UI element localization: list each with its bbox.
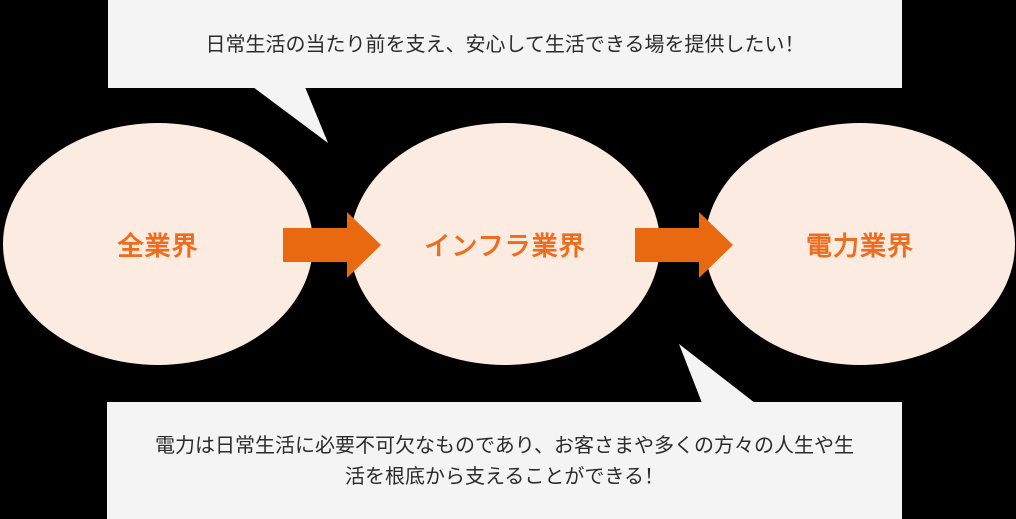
stage-ellipse-electric-power: 電力業界 [705,123,1015,365]
stage-ellipse-infrastructure: インフラ業界 [350,123,660,365]
top-bubble-text: 日常生活の当たり前を支え、安心して生活できる場を提供したい！ [205,31,805,56]
bottom-bubble-line-2: 活を根底から支えることができる！ [345,463,664,488]
top-speech-bubble: 日常生活の当たり前を支え、安心して生活できる場を提供したい！ [108,0,902,88]
bottom-bubble-tail [679,344,755,403]
stage-label: インフラ業界 [424,231,586,262]
top-bubble-tail [253,87,328,143]
bottom-speech-bubble: 電力は日常生活に必要不可欠なものであり、お客さまや多くの方々の人生や生 活を根底… [107,402,902,519]
bottom-bubble-line-1: 電力は日常生活に必要不可欠なものであり、お客さまや多くの方々の人生や生 [155,432,854,457]
stage-label: 全業界 [117,231,199,262]
right-arrow-icon [635,212,733,278]
right-arrow-icon [283,212,381,278]
bottom-bubble-text: 電力は日常生活に必要不可欠なものであり、お客さまや多くの方々の人生や生 活を根底… [155,430,854,492]
stage-label: 電力業界 [805,231,914,262]
stage-ellipse-all-industries: 全業界 [3,123,313,365]
